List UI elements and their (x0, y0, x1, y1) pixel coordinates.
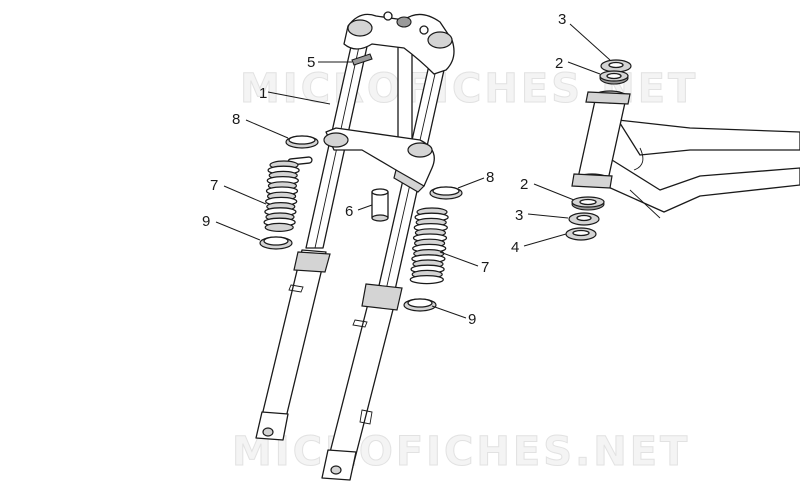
retaining-clip-right (403, 298, 437, 312)
callout-1: 1 (259, 85, 267, 102)
retaining-clip-left (259, 236, 293, 250)
frame-down-tube (605, 159, 800, 213)
callout-3-top: 3 (558, 11, 566, 28)
leader-lines (215, 23, 611, 319)
callout-2-bottom: 2 (520, 176, 528, 193)
callout-9-left: 9 (202, 213, 210, 230)
left-axle-lug (255, 411, 289, 441)
callout-8-right: 8 (486, 169, 494, 186)
bottom-bearing (571, 196, 605, 211)
watermark-bottom: MICROFICHES.NET (232, 429, 690, 475)
bottom-seal-washer (568, 212, 600, 226)
clamp-screw (351, 53, 373, 66)
guide-bushing (371, 188, 389, 222)
fork-assembly (255, 11, 455, 481)
dust-ring-right (429, 186, 463, 200)
left-slider (258, 249, 327, 431)
top-seal-washer (600, 59, 632, 73)
dust-ring-left (285, 135, 319, 149)
top-bearing (599, 70, 629, 85)
callout-labels: 1 5 8 7 9 6 8 7 9 3 2 2 3 4 (202, 11, 566, 328)
left-slider-seal (293, 251, 331, 273)
callout-6: 6 (345, 203, 353, 220)
watermark-top: MICROFICHES.NET (240, 66, 698, 112)
callout-3-bottom: 3 (515, 207, 523, 224)
callout-2-top: 2 (555, 55, 563, 72)
callout-9-right: 9 (468, 311, 476, 328)
callout-7-right: 7 (481, 259, 489, 276)
fork-gaiter-left (263, 156, 313, 232)
callout-4: 4 (511, 239, 519, 256)
steering-stem (397, 39, 413, 151)
callout-7-left: 7 (210, 177, 218, 194)
right-slider-seal (361, 283, 403, 311)
callout-8-left: 8 (232, 111, 240, 128)
dust-cover-washer (565, 227, 597, 241)
fork-gaiter-right (409, 207, 449, 285)
frame-top-tube (617, 119, 800, 156)
right-axle-lug (321, 449, 357, 481)
callout-5: 5 (307, 54, 315, 71)
frame-head-tube (571, 90, 800, 219)
